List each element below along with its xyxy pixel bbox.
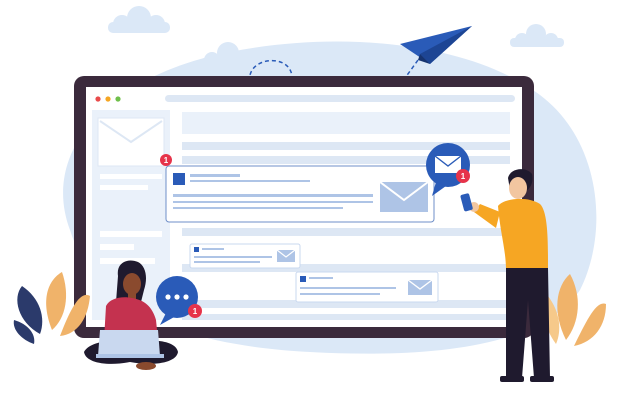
chat-dot <box>174 294 180 300</box>
mail-text-line <box>202 248 224 250</box>
man-arm <box>474 204 500 228</box>
envelope-icon <box>407 279 433 295</box>
man-face <box>509 177 527 199</box>
sidebar-line <box>100 231 162 237</box>
sidebar-line <box>100 185 148 190</box>
man-pants <box>506 268 550 378</box>
sidebar-line <box>100 174 162 179</box>
plant-leaves-left <box>13 272 90 344</box>
man-hoodie <box>498 198 548 270</box>
card-text-line <box>190 174 240 177</box>
woman-top <box>104 297 158 340</box>
card-text-line <box>190 180 310 182</box>
browser-dot-green <box>115 96 121 102</box>
mail-text-line <box>194 261 260 263</box>
laptop-icon <box>96 330 164 358</box>
mail-text-line <box>300 287 396 289</box>
mail-text-line <box>309 277 333 279</box>
card-text-line <box>173 207 343 209</box>
woman-neck <box>128 292 136 300</box>
chat-dot <box>183 294 189 300</box>
cloud-middle <box>200 42 258 68</box>
sender-avatar <box>194 247 199 252</box>
woman-with-laptop <box>84 260 178 370</box>
woman-foot <box>136 362 156 370</box>
mail-item[interactable] <box>189 243 301 269</box>
notification-badge-count: 1 <box>164 156 169 165</box>
content-row <box>182 228 510 236</box>
envelope-icon <box>379 181 429 212</box>
man-shoe-right <box>530 376 554 382</box>
content-row <box>182 300 510 308</box>
notification-badge: 1 <box>160 154 172 166</box>
cloud-right <box>510 24 564 47</box>
sidebar-thumbnail-envelope-icon <box>99 120 163 144</box>
paper-plane-icon <box>400 26 472 64</box>
content-header-block <box>182 112 510 134</box>
man-shoe-left <box>500 376 524 382</box>
envelope-bubble-badge-count: 1 <box>461 172 466 181</box>
woman-face <box>123 273 141 295</box>
mail-text-line <box>300 293 380 295</box>
browser-dot-yellow <box>105 96 111 102</box>
browser-dot-red <box>95 96 101 102</box>
mail-text-line <box>194 256 272 258</box>
card-text-line <box>173 201 373 203</box>
content-row <box>182 264 510 272</box>
envelope-bubble-badge: 1 <box>456 169 470 183</box>
chat-bubble-badge-count: 1 <box>193 307 198 316</box>
card-text-line <box>173 194 373 197</box>
sender-avatar <box>300 276 306 282</box>
sidebar-line <box>100 244 134 250</box>
man-with-phone <box>460 169 554 382</box>
mail-item[interactable] <box>295 271 439 303</box>
sender-avatar <box>173 173 185 185</box>
chat-bubble-badge: 1 <box>188 304 202 318</box>
smartphone-icon <box>460 193 473 212</box>
content-row <box>182 142 510 150</box>
envelope-icon <box>276 249 296 262</box>
chat-bubble-icon <box>156 276 198 325</box>
notification-card-main[interactable] <box>165 165 435 223</box>
envelope-icon <box>434 155 462 173</box>
content-row <box>182 314 510 320</box>
content-row <box>182 156 510 164</box>
address-bar <box>165 95 515 102</box>
chat-dot <box>165 294 171 300</box>
cloud-top-left <box>108 6 170 33</box>
